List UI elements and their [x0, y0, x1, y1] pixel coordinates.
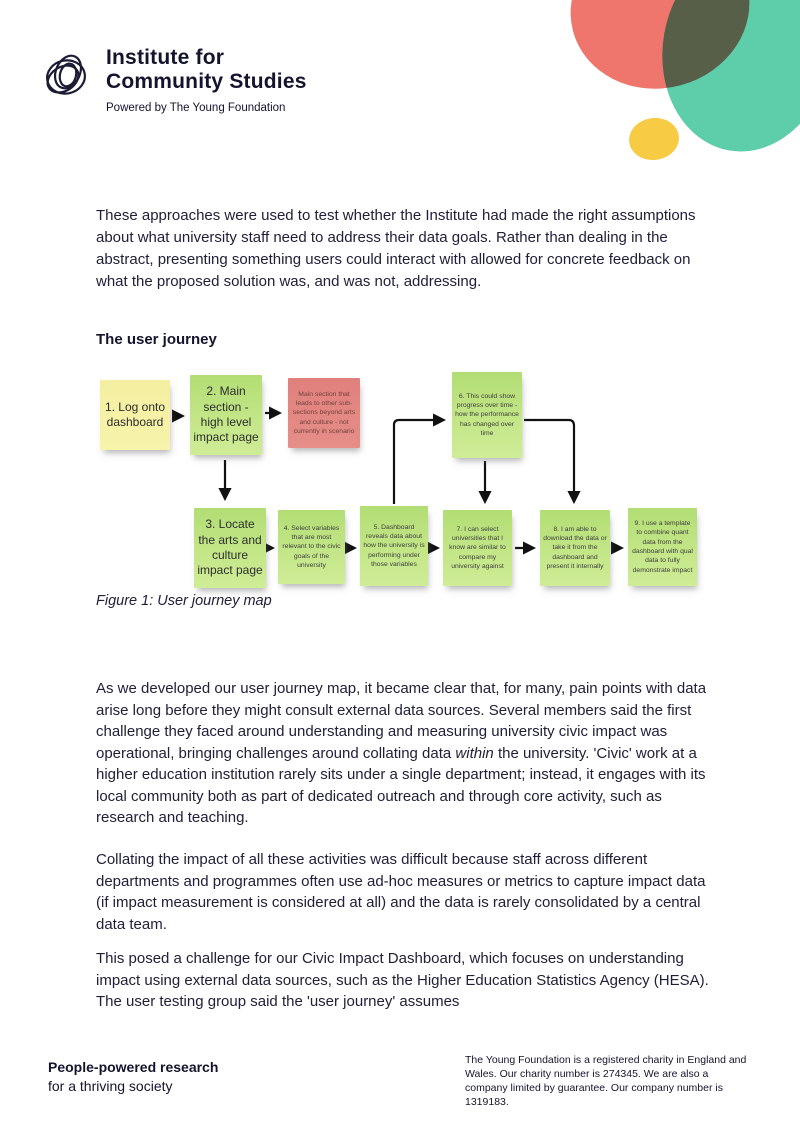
figure-caption: Figure 1: User journey map	[96, 593, 272, 609]
sticky-note-7: 7. I can select universities that I know…	[443, 510, 512, 586]
paragraph-text: the university. 'Civic' work at a higher…	[96, 744, 706, 827]
footer-tagline-bold: People-powered research	[48, 1059, 219, 1075]
logo-line1: Institute for	[106, 46, 225, 69]
footer-tagline: People-powered research for a thriving s…	[48, 1058, 218, 1096]
sticky-note-6: 6. This could show progress over time - …	[452, 372, 522, 458]
sticky-note-label: 9. I use a template to combine quant dat…	[632, 519, 693, 574]
sticky-note-label: 5. Dashboard reveals data about how the …	[363, 523, 425, 569]
sticky-note-1: 1. Log onto dashboard	[100, 380, 170, 450]
sticky-note-label: 1. Log onto dashboard	[104, 399, 166, 429]
paragraph-journey-findings: As we developed our user journey map, it…	[96, 678, 714, 829]
emphasized-word: within	[455, 744, 494, 762]
sticky-note-4: 4. Select variables that are most releva…	[278, 510, 345, 584]
sticky-note-caveat: Main section that leads to other sub-sec…	[288, 378, 360, 448]
paragraph-collating-impact: Collating the impact of all these activi…	[96, 851, 706, 933]
green-blob	[662, 0, 800, 152]
sticky-note-3: 3. Locate the arts and culture impact pa…	[194, 508, 266, 588]
footer-tagline-regular: for a thriving society	[48, 1078, 173, 1094]
footer-legal-text: The Young Foundation is a registered cha…	[465, 1054, 747, 1108]
paragraph-text: As we developed our user journey map, it…	[96, 680, 707, 762]
sticky-note-label: Main section that leads to other sub-sec…	[292, 390, 356, 436]
logo-line2: Community Studies	[106, 70, 307, 93]
sticky-note-label: 7. I can select universities that I know…	[449, 525, 506, 571]
sticky-note-5: 5. Dashboard reveals data about how the …	[360, 506, 428, 586]
yellow-blob	[629, 117, 679, 161]
sticky-note-2: 2. Main section - high level impact page	[190, 375, 262, 455]
sticky-note-label: 6. This could show progress over time - …	[455, 392, 519, 438]
sticky-note-label: 4. Select variables that are most releva…	[282, 524, 341, 570]
paragraph-dashboard-challenge: This posed a challenge for our Civic Imp…	[96, 950, 709, 1010]
sticky-note-8: 8. I am able to download the data or tak…	[540, 510, 610, 586]
decorative-corner-blobs	[570, 0, 800, 161]
sticky-note-label: 2. Main section - high level impact page	[193, 384, 259, 445]
flow-arrows	[171, 406, 625, 555]
scribble-rose-logo-icon	[46, 54, 86, 95]
intro-paragraph: These approaches were used to test wheth…	[96, 207, 696, 290]
user-journey-diagram: 1. Log onto dashboard 2. Main section - …	[95, 370, 717, 598]
logo-wordmark: Institute for Community Studies Powered …	[106, 46, 307, 114]
section-heading: The user journey	[96, 331, 217, 348]
logo-tagline: Powered by The Young Foundation	[106, 102, 286, 114]
coral-blob	[570, 0, 750, 89]
sticky-note-label: 3. Locate the arts and culture impact pa…	[197, 517, 263, 578]
org-logo: Institute for Community Studies Powered …	[38, 46, 307, 114]
sticky-note-label: 8. I am able to download the data or tak…	[543, 525, 607, 571]
sticky-note-9: 9. I use a template to combine quant dat…	[628, 508, 697, 586]
